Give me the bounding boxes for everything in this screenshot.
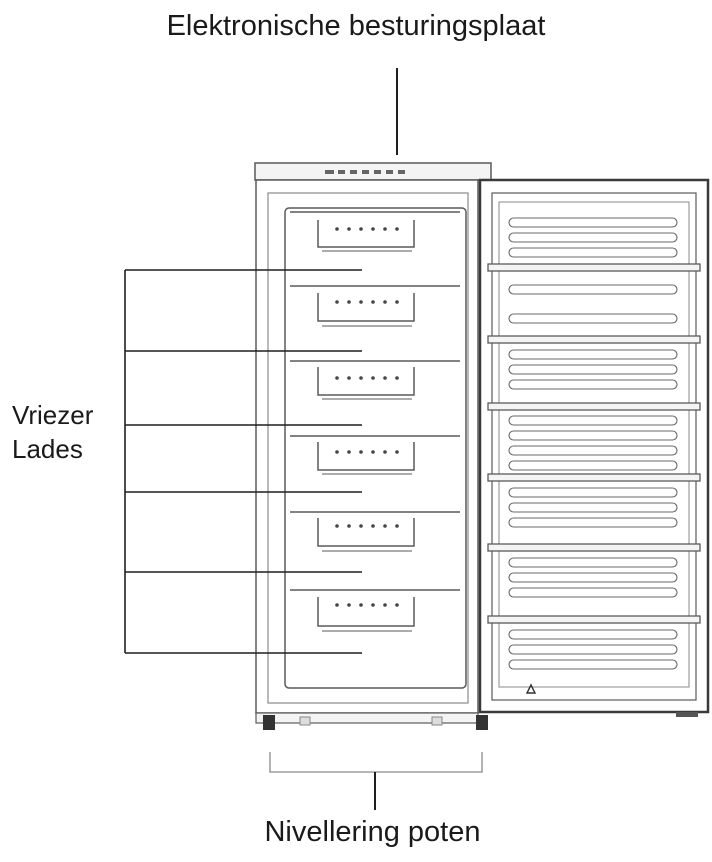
door-shelf <box>487 263 701 272</box>
door-shelf <box>487 335 701 344</box>
door-inner-liner <box>491 192 697 701</box>
door-shelf <box>487 402 701 411</box>
freezer-drawers-label-line1: Vriezer <box>12 400 94 430</box>
freezer-drawer <box>290 211 460 252</box>
drawer-column <box>284 207 467 689</box>
door-bottom-hinge <box>676 712 698 717</box>
door-seal <box>498 201 690 688</box>
freezer-cabinet <box>254 162 492 730</box>
freezer-drawer <box>290 589 460 632</box>
leveling-feet-label: Nivellering poten <box>264 816 481 848</box>
leveling-foot-right <box>476 715 488 730</box>
freezer-drawer <box>290 360 460 400</box>
door-shelf-list <box>487 263 701 624</box>
warning-triangle-icon <box>525 683 537 694</box>
door-shelf <box>487 543 701 552</box>
roller-left <box>299 716 311 726</box>
freezer-drawer-list <box>290 211 460 632</box>
freezer-drawer <box>290 435 460 475</box>
freezer-door <box>478 178 710 717</box>
door-ridges <box>508 217 678 670</box>
cabinet-side-outer <box>255 179 479 714</box>
door-shelf <box>487 473 701 482</box>
freezer-drawer <box>290 285 460 327</box>
door-shelf <box>487 615 701 624</box>
control-panel-buttons <box>325 170 405 174</box>
leveling-feet-bracket <box>269 752 483 773</box>
drawer-leader-lines <box>124 269 362 654</box>
freezer-drawers-label-line2: Lades <box>12 434 83 464</box>
control-panel-label: Elektronische besturingsplaat <box>166 10 546 42</box>
roller-right <box>431 716 443 726</box>
freezer-drawers-label: Vriezer Lades <box>12 398 93 466</box>
cabinet-top-panel <box>254 162 492 181</box>
freezer-drawer <box>290 511 460 552</box>
cabinet-inner-frame <box>267 192 469 704</box>
leveling-foot-left <box>263 715 275 730</box>
cabinet-base <box>255 712 479 724</box>
